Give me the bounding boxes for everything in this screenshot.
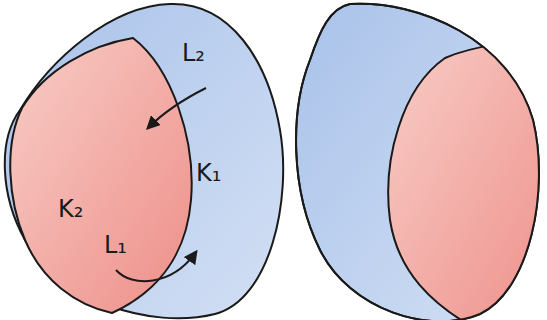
outer-blob: K₁ K₂: [0, 0, 292, 320]
outer-blob-outline: [5, 4, 283, 318]
region-label: K₂: [58, 196, 83, 222]
curved-arrow: [148, 88, 206, 128]
inner-region-shape: [4, 36, 198, 316]
inner-region: K₂: [4, 36, 198, 316]
right-inner-region: [388, 40, 547, 320]
right-blob-outline: [296, 4, 539, 320]
inner-region-outline: [10, 38, 191, 313]
arrow-label: L₂: [182, 40, 205, 66]
arrow-label: L₁: [104, 232, 127, 258]
curved-arrow: [116, 252, 196, 281]
region-label: K₁: [196, 160, 221, 186]
